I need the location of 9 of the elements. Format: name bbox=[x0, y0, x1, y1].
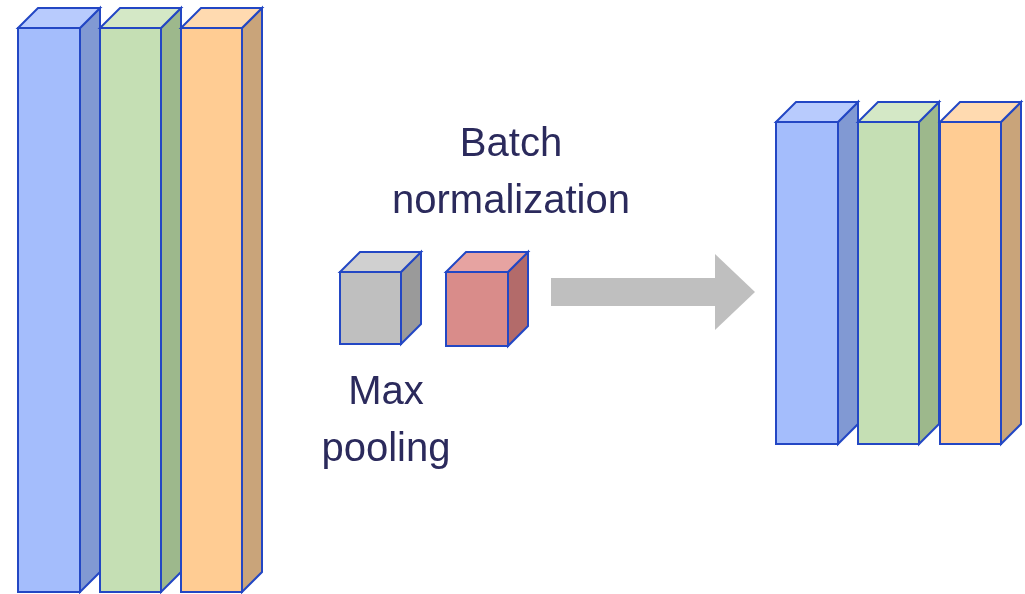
layer-bar bbox=[18, 7, 101, 593]
layer-bar bbox=[181, 7, 263, 593]
layer-bar bbox=[858, 101, 940, 445]
layer-label: Max pooling bbox=[320, 367, 452, 471]
layer-bar bbox=[940, 101, 1022, 445]
layer-bar bbox=[100, 7, 182, 593]
layer-bar bbox=[776, 101, 859, 445]
arrow bbox=[551, 254, 755, 330]
layer-label: Batch normalization bbox=[391, 119, 631, 223]
